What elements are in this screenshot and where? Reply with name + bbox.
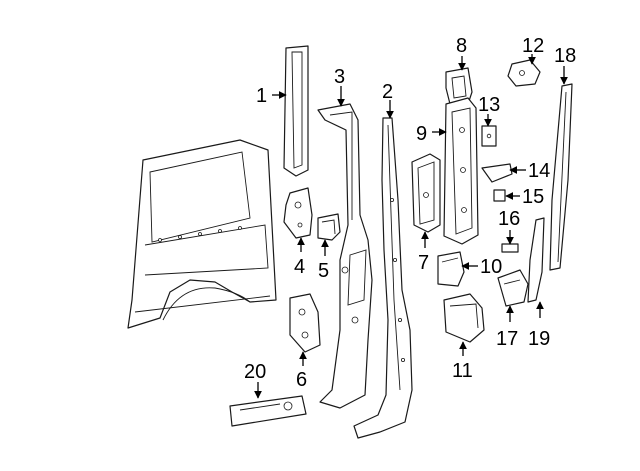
callout-11: 11	[452, 360, 473, 382]
part-11-lower-panel	[443, 293, 485, 343]
part-3-pillar-reinforcement	[317, 103, 373, 409]
callout-10: 10	[480, 256, 502, 278]
part-6-reinforcement	[289, 293, 321, 353]
part-15-clip	[493, 189, 506, 202]
callout-3: 3	[334, 66, 345, 88]
callout-14: 14	[528, 160, 550, 182]
callout-20: 20	[244, 361, 266, 383]
part-5-bracket	[317, 213, 341, 241]
part-10-bracket	[437, 251, 465, 287]
callout-19: 19	[528, 328, 550, 350]
part-18-strip	[549, 83, 573, 271]
part-17-bracket	[497, 269, 529, 307]
part-9-inner-pillar	[443, 97, 479, 245]
callout-4: 4	[294, 256, 305, 278]
callout-15: 15	[522, 186, 544, 208]
callout-7: 7	[418, 252, 429, 274]
side-body-panel	[127, 139, 277, 329]
part-14-clip	[481, 163, 513, 183]
part-1-pillar-trim	[283, 45, 309, 177]
part-2-pillar	[353, 117, 413, 439]
part-19-strip	[527, 217, 545, 303]
callout-13: 13	[478, 94, 500, 116]
callout-6: 6	[296, 369, 307, 391]
callout-18: 18	[554, 45, 576, 67]
callout-12: 12	[522, 35, 544, 57]
part-12-bracket	[507, 59, 541, 87]
part-13-plate	[481, 125, 497, 147]
callout-1: 1	[256, 85, 267, 107]
part-20-panel	[229, 395, 307, 427]
callout-8: 8	[456, 35, 467, 57]
part-16-clip	[501, 243, 519, 253]
callout-17: 17	[496, 328, 518, 350]
part-4-bracket	[283, 187, 313, 239]
callout-9: 9	[416, 123, 427, 145]
callout-16: 16	[498, 208, 520, 230]
callout-2: 2	[382, 81, 393, 103]
part-7-panel	[411, 153, 441, 233]
callout-5: 5	[318, 260, 329, 282]
